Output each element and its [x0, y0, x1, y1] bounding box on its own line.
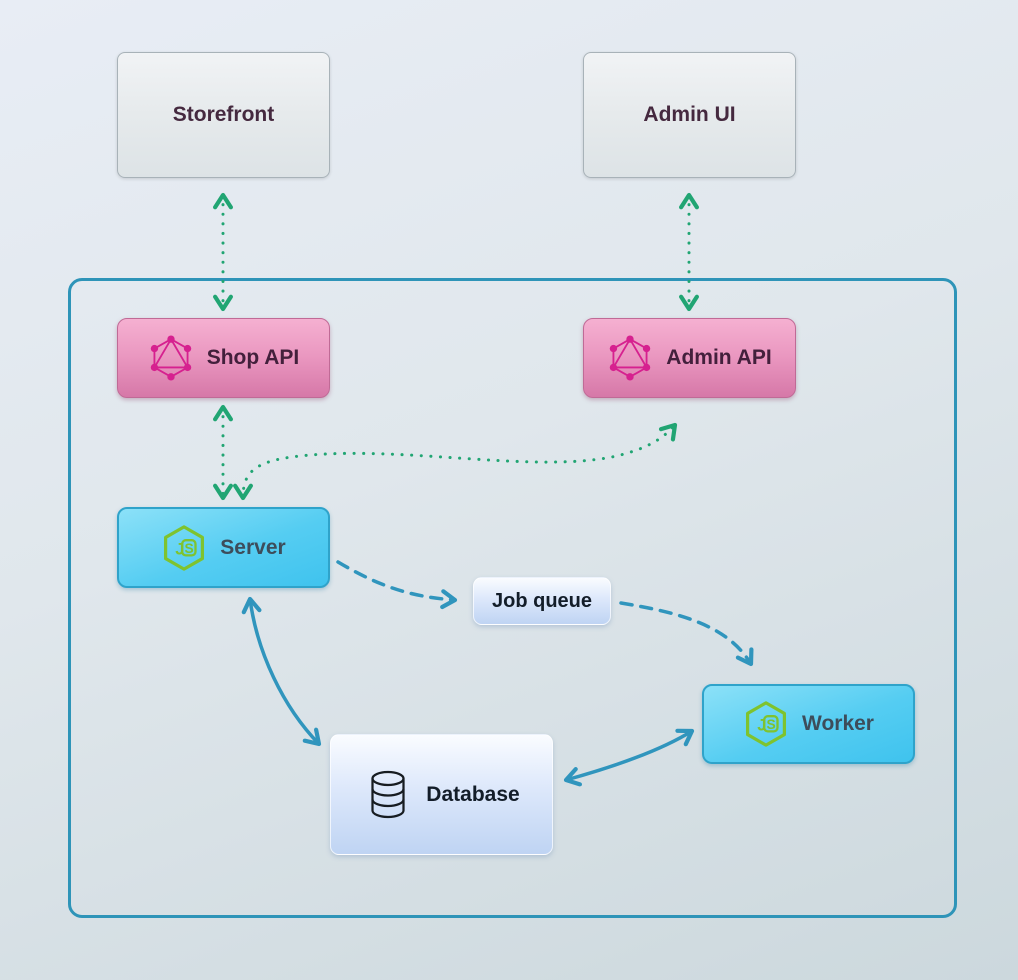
node-admin-ui-label: Admin UI	[643, 103, 736, 126]
node-shop-api-label: Shop API	[206, 346, 300, 369]
node-admin-ui: Admin UI	[583, 52, 796, 178]
node-job-queue: Job queue	[473, 577, 611, 625]
svg-text:S: S	[185, 541, 194, 556]
svg-text:S: S	[766, 717, 775, 732]
node-worker: J S Worker	[702, 684, 915, 764]
nodejs-icon: J S	[745, 701, 787, 747]
node-shop-api: Shop API	[117, 318, 330, 398]
node-admin-api-label: Admin API	[666, 346, 772, 369]
node-job-queue-label: Job queue	[491, 589, 592, 612]
backend-container-box	[68, 278, 957, 918]
svg-text:J: J	[176, 539, 185, 558]
nodejs-icon: J S	[164, 524, 205, 571]
graphql-icon	[150, 335, 191, 381]
node-server-label: Server	[220, 535, 286, 559]
node-admin-api: Admin API	[583, 318, 796, 398]
node-database-label: Database	[426, 782, 520, 806]
node-storefront: Storefront	[117, 52, 330, 178]
node-storefront-label: Storefront	[172, 103, 275, 126]
node-database: Database	[330, 734, 553, 855]
node-server: J S Server	[117, 507, 330, 588]
database-icon	[371, 770, 405, 818]
node-worker-label: Worker	[802, 712, 874, 735]
graphql-icon	[610, 335, 651, 381]
svg-text:J: J	[757, 715, 766, 734]
